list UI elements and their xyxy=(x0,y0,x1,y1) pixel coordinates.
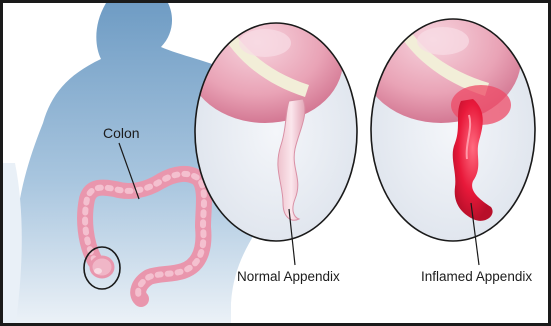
colon-label: Colon xyxy=(103,126,140,140)
inflamed-appendix-label: Inflamed Appendix xyxy=(421,270,532,284)
normal-appendix-label: Normal Appendix xyxy=(237,270,340,284)
inflamed-appendix-circle xyxy=(361,3,535,241)
